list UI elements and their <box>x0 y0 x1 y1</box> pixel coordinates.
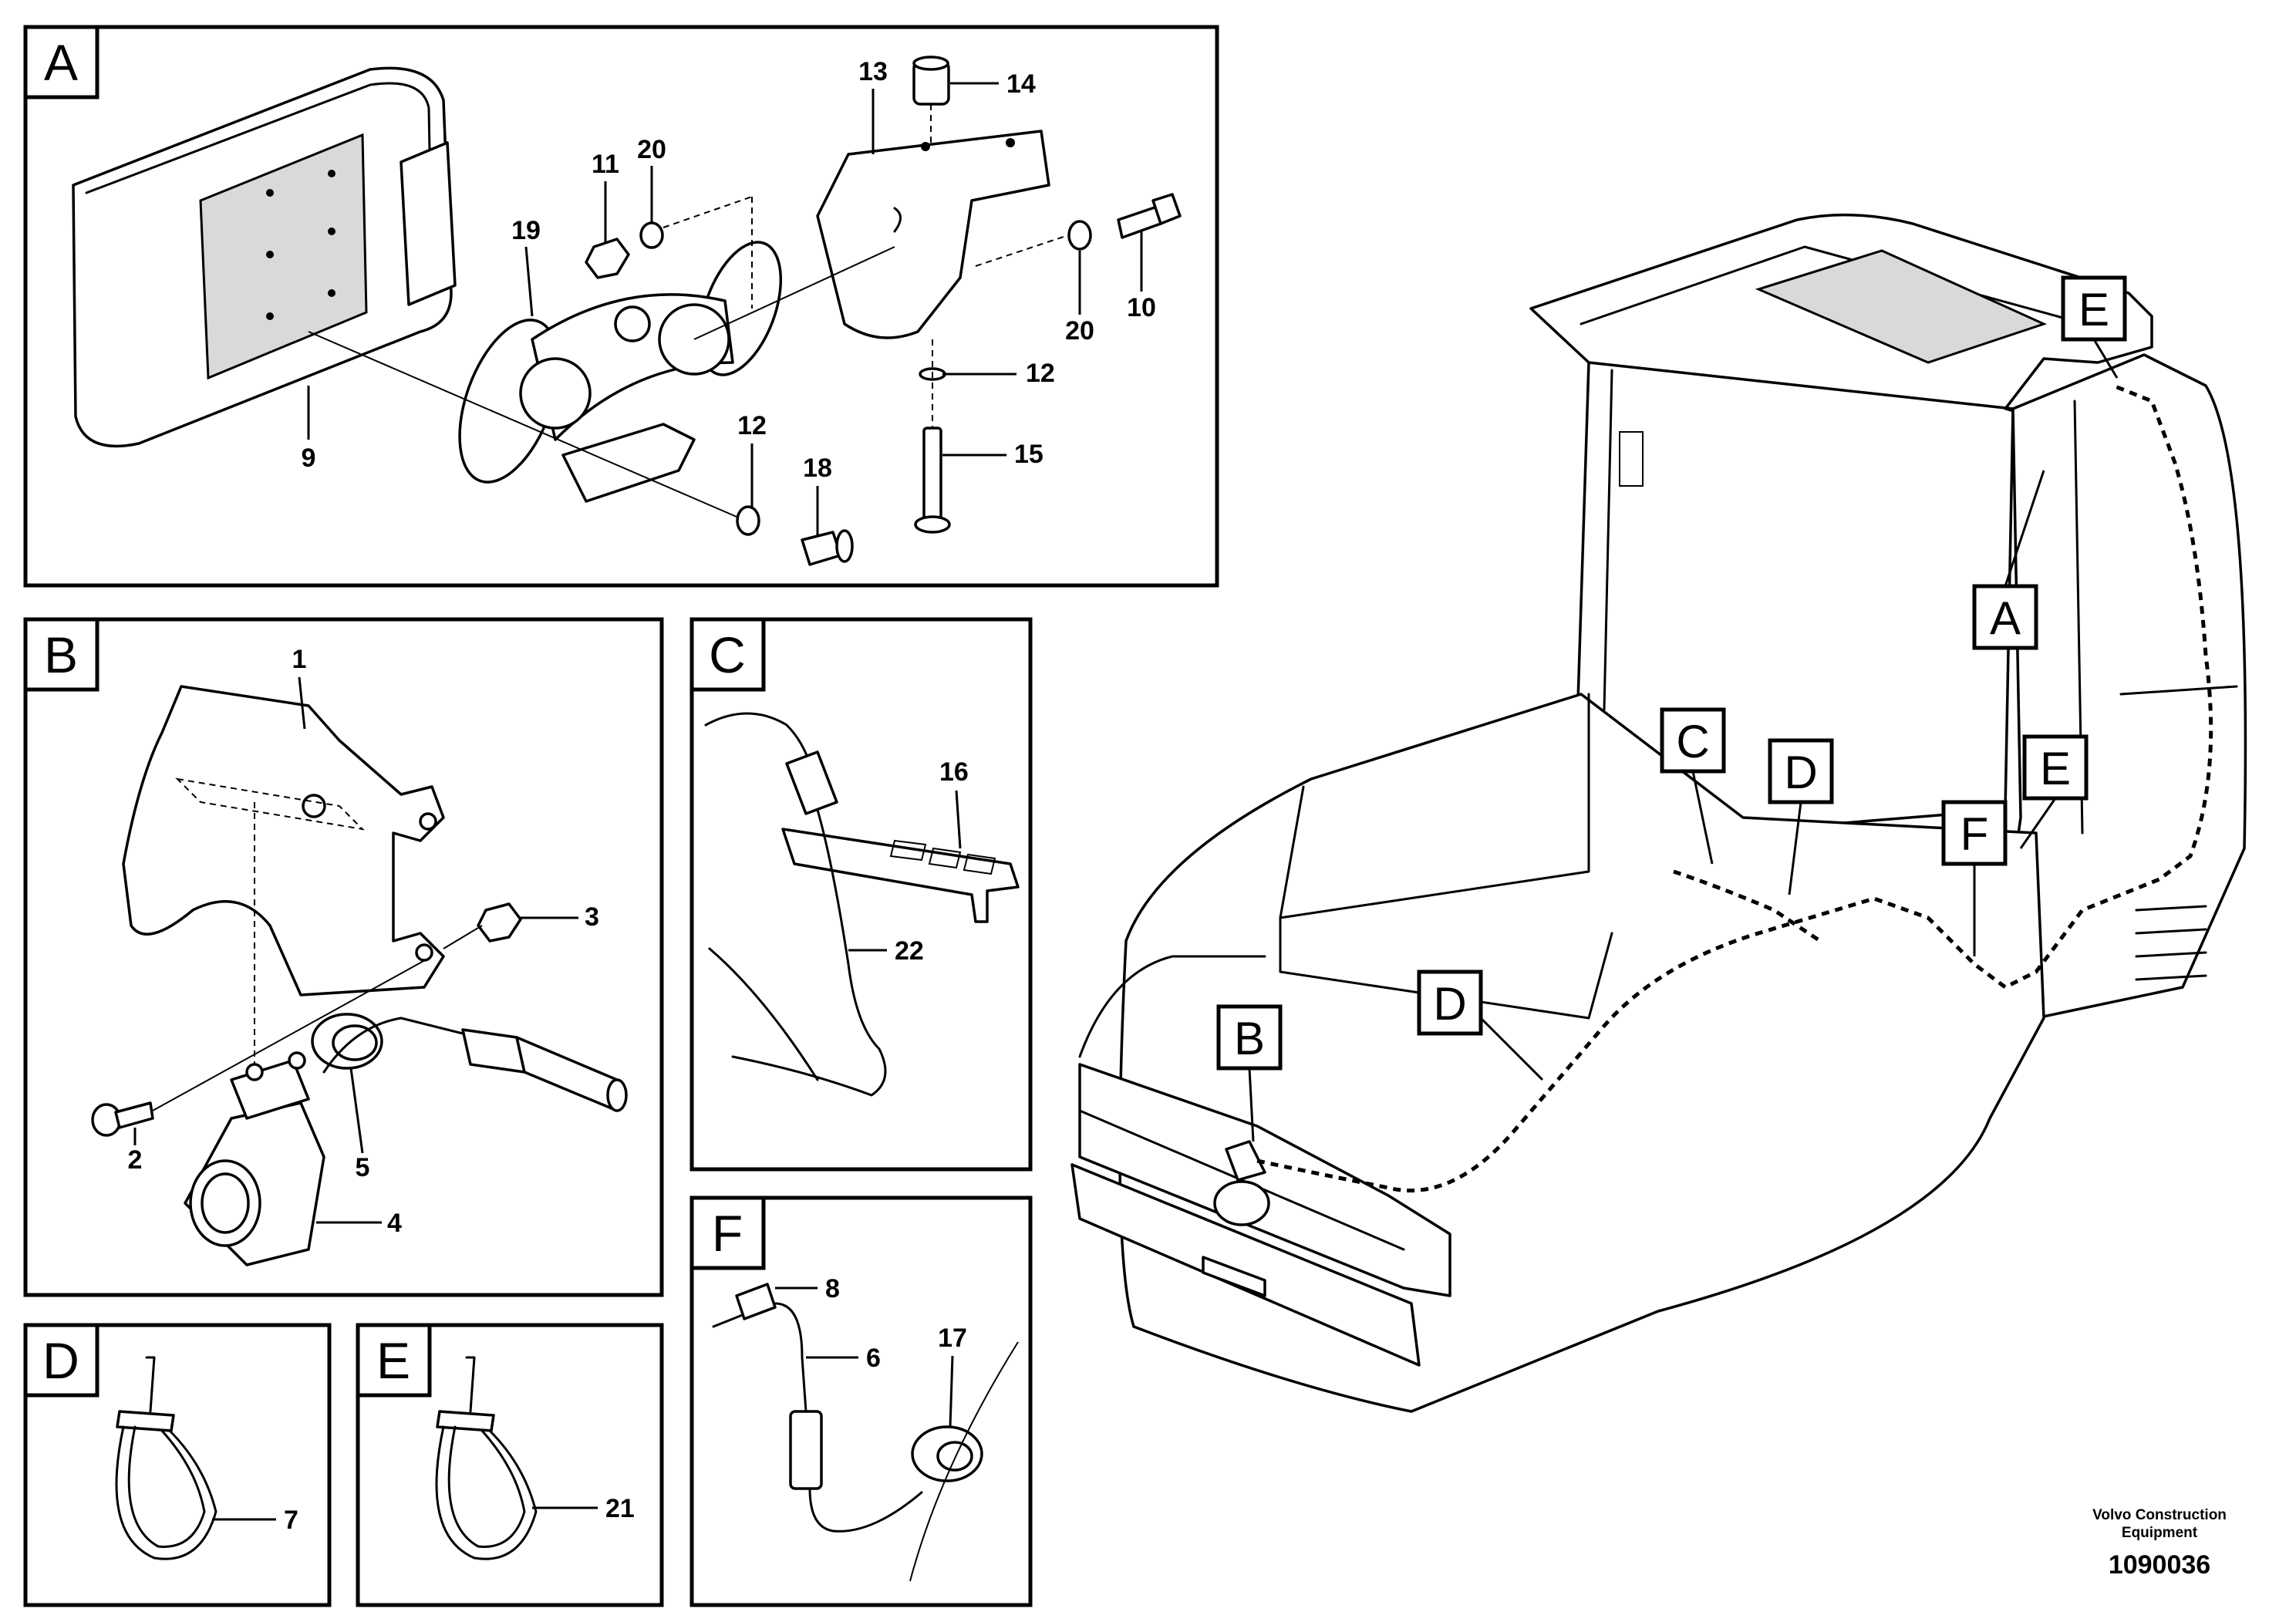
label-1: 1 <box>292 645 307 674</box>
label-20b: 20 <box>1065 316 1094 346</box>
panel-b-label: B <box>44 626 78 683</box>
callout-d-lower: D <box>1433 978 1466 1030</box>
label-19: 19 <box>511 216 541 245</box>
machine-illustration <box>1070 213 2247 1413</box>
bolt-18-washer-12 <box>308 246 895 566</box>
label-4: 4 <box>387 1209 402 1238</box>
screw-2-nut-3 <box>91 902 522 1137</box>
cable-bracket <box>704 712 1020 1097</box>
panel-e-label: E <box>376 1332 410 1389</box>
label-8: 8 <box>825 1274 840 1303</box>
pin-15 <box>914 339 951 534</box>
cable-tie-7 <box>115 1356 217 1560</box>
camera-cable-f <box>712 1283 1019 1582</box>
callout-b: B <box>1234 1013 1265 1064</box>
grommet-and-cable <box>311 1013 628 1112</box>
company-line-2: Equipment <box>2122 1525 2198 1541</box>
label-12a: 12 <box>737 411 767 440</box>
label-12b: 12 <box>1026 359 1055 388</box>
callout-e-lower: E <box>2040 743 2071 794</box>
company-line-1: Volvo Construction <box>2092 1507 2227 1523</box>
panel-a: A <box>23 25 1219 588</box>
spacer-14 <box>912 56 950 147</box>
label-22: 22 <box>895 936 924 966</box>
label-9: 9 <box>302 443 316 473</box>
callout-e-top: E <box>2079 284 2109 336</box>
panel-c: C 16 22 <box>689 617 1033 1172</box>
bolt-10 <box>975 193 1182 267</box>
nut-11-washer-20 <box>585 196 753 309</box>
callout-a: A <box>1990 592 2021 644</box>
label-11: 11 <box>592 150 619 179</box>
cable-tie-21 <box>435 1356 538 1560</box>
callout-c: C <box>1676 716 1709 767</box>
label-18: 18 <box>803 454 832 483</box>
label-16: 16 <box>939 757 969 787</box>
label-13: 13 <box>858 57 888 86</box>
camera-assembly <box>184 1051 325 1266</box>
label-6: 6 <box>866 1344 881 1373</box>
panel-b: B <box>23 617 664 1297</box>
callout-d-upper: D <box>1784 747 1817 798</box>
label-20a: 20 <box>637 135 666 164</box>
label-21: 21 <box>605 1494 635 1523</box>
footer: Volvo Construction Equipment 1090036 <box>2092 1507 2227 1580</box>
display-monitor <box>72 66 457 448</box>
label-10: 10 <box>1127 293 1156 322</box>
label-3: 3 <box>585 902 599 932</box>
mount-bracket <box>816 130 1050 339</box>
panel-f: F 8 6 17 <box>689 1195 1033 1607</box>
panel-c-label: C <box>709 626 746 683</box>
label-7: 7 <box>284 1506 298 1535</box>
panel-d-label: D <box>42 1332 79 1389</box>
label-2: 2 <box>128 1145 143 1175</box>
ball-mount <box>458 241 783 503</box>
label-15: 15 <box>1014 440 1043 469</box>
panel-e: E 21 <box>356 1323 664 1607</box>
panel-d: D 7 <box>23 1323 332 1607</box>
label-17: 17 <box>938 1324 967 1353</box>
drawing-number: 1090036 <box>2109 1550 2210 1580</box>
label-14: 14 <box>1006 69 1036 99</box>
callout-f: F <box>1961 808 1989 860</box>
harness-route <box>1256 383 2213 1193</box>
cover-plate <box>122 685 445 1064</box>
panel-f-label: F <box>712 1205 743 1262</box>
machine-callouts: E A C D E F D B <box>1216 275 2127 1142</box>
label-5: 5 <box>356 1153 370 1182</box>
panel-a-label: A <box>44 34 78 91</box>
